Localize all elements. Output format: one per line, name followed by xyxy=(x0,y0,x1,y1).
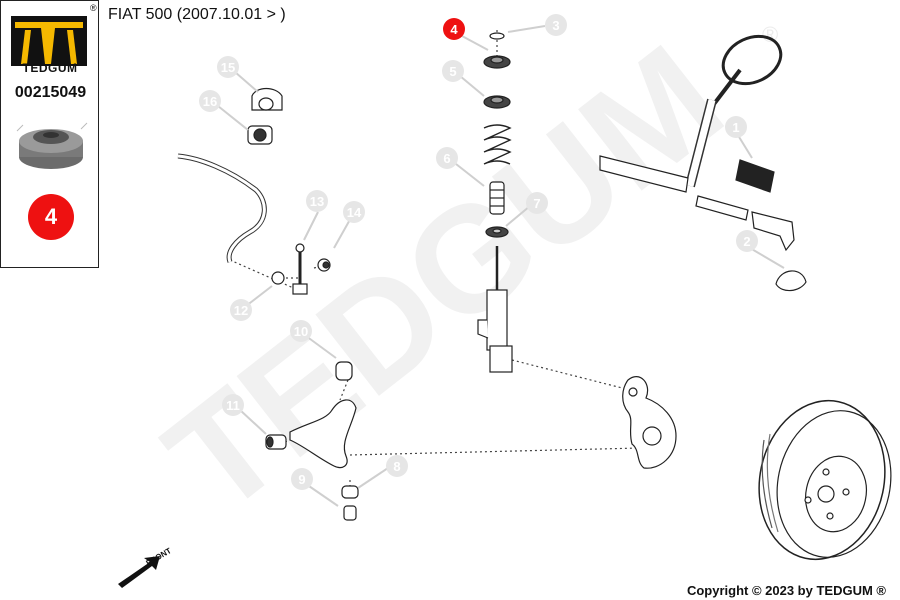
copyright-notice: Copyright © 2023 by TEDGUM ® xyxy=(686,583,886,598)
part-panel: ® TEDGUM 00215049 4 xyxy=(0,0,99,268)
callout-9[interactable]: 9 xyxy=(291,468,313,490)
callout-10[interactable]: 10 xyxy=(290,320,312,342)
front-arrow-icon xyxy=(118,556,160,588)
registered-mark: ® xyxy=(90,3,97,13)
front-label: FRONT xyxy=(145,546,173,568)
part-position-badge: 4 xyxy=(28,194,74,240)
callout-14[interactable]: 14 xyxy=(343,201,365,223)
callout-7[interactable]: 7 xyxy=(526,192,548,214)
callout-16[interactable]: 16 xyxy=(199,90,221,112)
tedgum-logo xyxy=(11,16,87,66)
callout-8[interactable]: 8 xyxy=(386,455,408,477)
vehicle-title: FIAT 500 (2007.10.01 > ) xyxy=(108,6,286,23)
callout-15[interactable]: 15 xyxy=(217,56,239,78)
part-number: 00215049 xyxy=(14,84,87,101)
brand-name: TEDGUM xyxy=(22,61,78,75)
callout-12[interactable]: 12 xyxy=(230,299,252,321)
callout-1[interactable]: 1 xyxy=(725,116,747,138)
callout-3[interactable]: 3 xyxy=(545,14,567,36)
callout-4[interactable]: 4 xyxy=(443,18,465,40)
callout-6[interactable]: 6 xyxy=(436,147,458,169)
callout-5[interactable]: 5 xyxy=(442,60,464,82)
callout-11[interactable]: 11 xyxy=(222,394,244,416)
callout-2[interactable]: 2 xyxy=(736,230,758,252)
strut-mount-thumbnail xyxy=(16,122,88,169)
callout-13[interactable]: 13 xyxy=(306,190,328,212)
